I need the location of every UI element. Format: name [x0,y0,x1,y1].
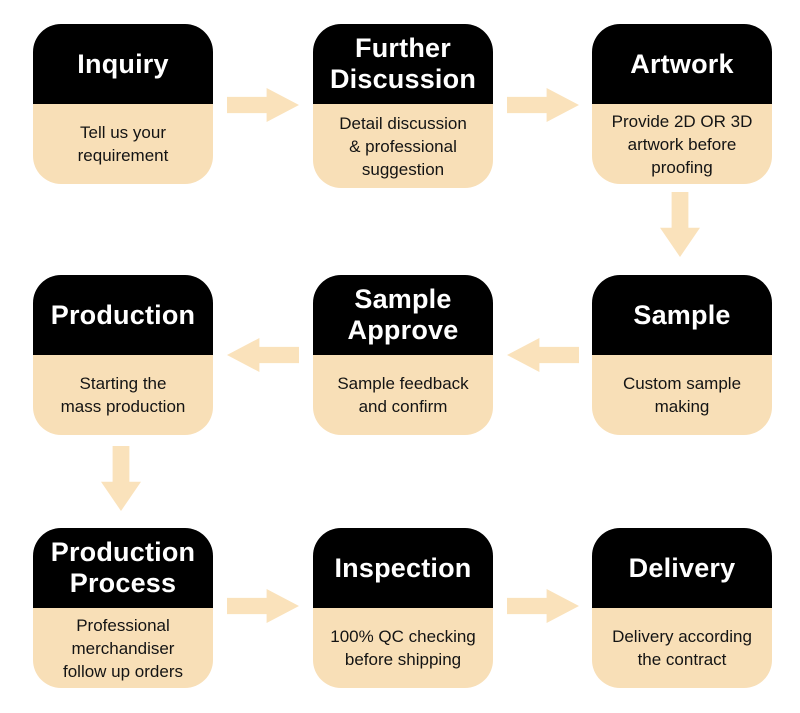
step-title: Inquiry [77,48,169,79]
step-inspection-header: Inspection [313,528,493,608]
arrow-left-icon [507,338,579,372]
step-title: Sample Approve [347,284,459,345]
step-inquiry: Inquiry Tell us your requirement [33,24,213,184]
step-sample-header: Sample [592,275,772,355]
step-title: Production Process [50,537,196,598]
step-title: Delivery [628,552,736,583]
step-delivery-header: Delivery [592,528,772,608]
step-production-process-header: Production Process [33,528,213,608]
step-description: Delivery according the contract [612,627,752,669]
step-title: Inspection [334,552,472,583]
arrow-right-icon [227,589,299,623]
step-description: Sample feedback and confirm [337,374,469,416]
step-production-body: Starting the mass production [33,355,213,435]
step-title: Sample [633,299,731,330]
step-description: Provide 2D OR 3D artwork before proofing [611,111,753,177]
step-sample-approve-header: Sample Approve [313,275,493,355]
arrow-down-icon [101,446,141,511]
step-description: Professional merchandiser follow up orde… [62,615,183,681]
step-production: Production Starting the mass production [33,275,213,435]
step-description: Starting the mass production [60,374,186,416]
arrow-left-icon [227,338,299,372]
arrow-right-icon [227,88,299,122]
step-description: 100% QC checking before shipping [330,627,476,669]
step-sample: Sample Custom sample making [592,275,772,435]
arrow-down-icon [660,192,700,257]
step-inspection-body: 100% QC checking before shipping [313,608,493,688]
step-sample-body: Custom sample making [592,355,772,435]
step-title: Artwork [630,48,734,79]
step-inspection: Inspection 100% QC checking before shipp… [313,528,493,688]
step-inquiry-header: Inquiry [33,24,213,104]
step-title: Further Discussion [329,33,477,94]
step-delivery: Delivery Delivery according the contract [592,528,772,688]
step-production-process-body: Professional merchandiser follow up orde… [33,608,213,688]
step-title: Production [50,299,196,330]
step-description: Tell us your requirement [77,123,169,165]
step-delivery-body: Delivery according the contract [592,608,772,688]
step-artwork: Artwork Provide 2D OR 3D artwork before … [592,24,772,184]
arrow-right-icon [507,88,579,122]
arrow-right-icon [507,589,579,623]
step-further-discussion-body: Detail discussion & professional suggest… [313,104,493,188]
step-further-discussion-header: Further Discussion [313,24,493,104]
step-artwork-header: Artwork [592,24,772,104]
step-artwork-body: Provide 2D OR 3D artwork before proofing [592,104,772,184]
step-sample-approve: Sample Approve Sample feedback and confi… [313,275,493,435]
step-production-header: Production [33,275,213,355]
step-further-discussion: Further Discussion Detail discussion & p… [313,24,493,188]
step-production-process: Production Process Professional merchand… [33,528,213,688]
step-sample-approve-body: Sample feedback and confirm [313,355,493,435]
step-description: Custom sample making [622,374,742,416]
step-description: Detail discussion & professional suggest… [339,113,467,179]
step-inquiry-body: Tell us your requirement [33,104,213,184]
